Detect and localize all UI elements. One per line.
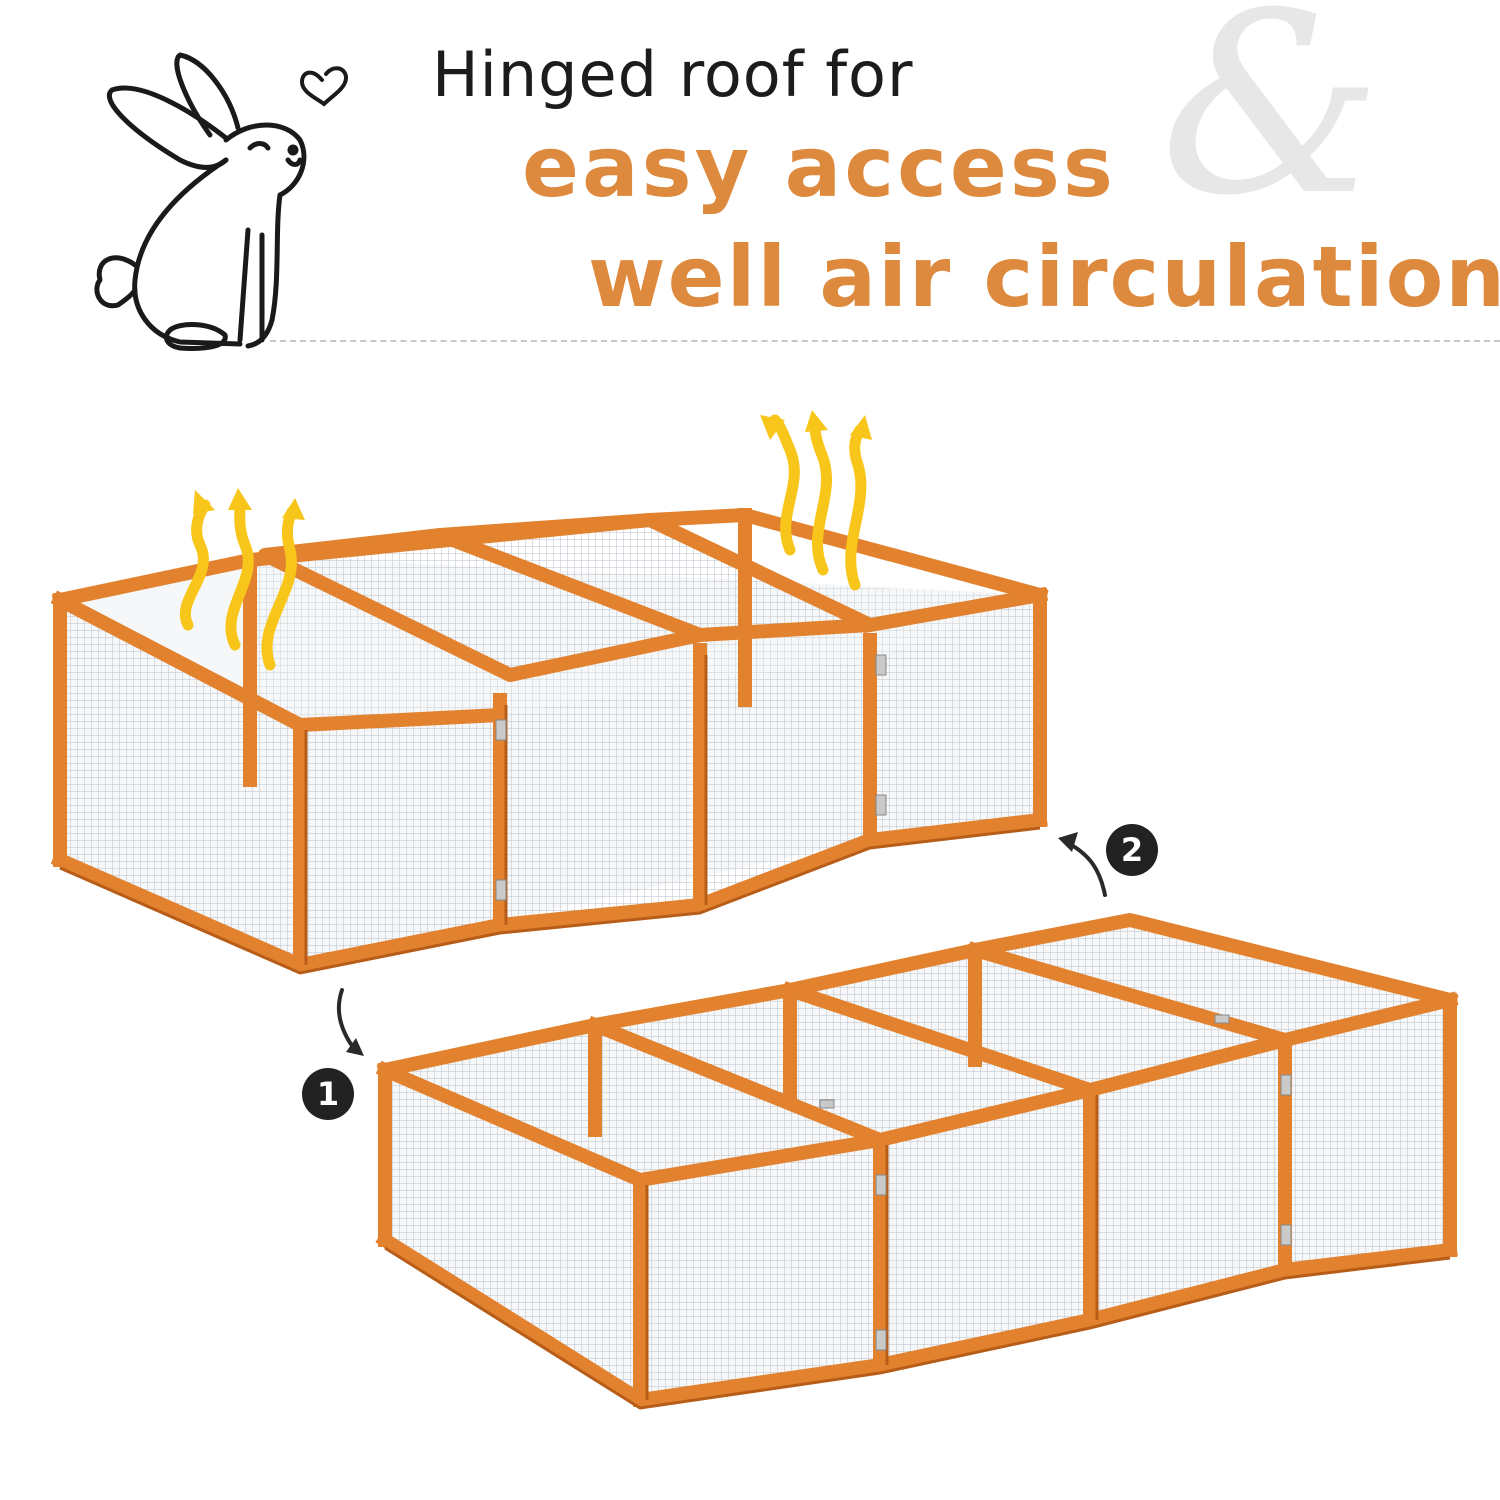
curved-arrow-icon [336,841,1107,1052]
hutch-roof-open [50,508,1049,975]
step-badge-1: 1 [302,1068,354,1120]
headline-line-2: easy access [522,118,1116,216]
air-flow-arrow-icon [180,414,867,671]
air-flow-arrows [180,410,872,671]
step-badge-2: 2 [1106,824,1158,876]
dashed-divider [270,340,1500,342]
headline-line-3: well air circulation [588,228,1500,326]
ampersand-decoration: & [1160,0,1383,250]
headline-line-1: Hinged roof for [432,38,914,111]
hutch-roof-closed [375,913,1459,1410]
